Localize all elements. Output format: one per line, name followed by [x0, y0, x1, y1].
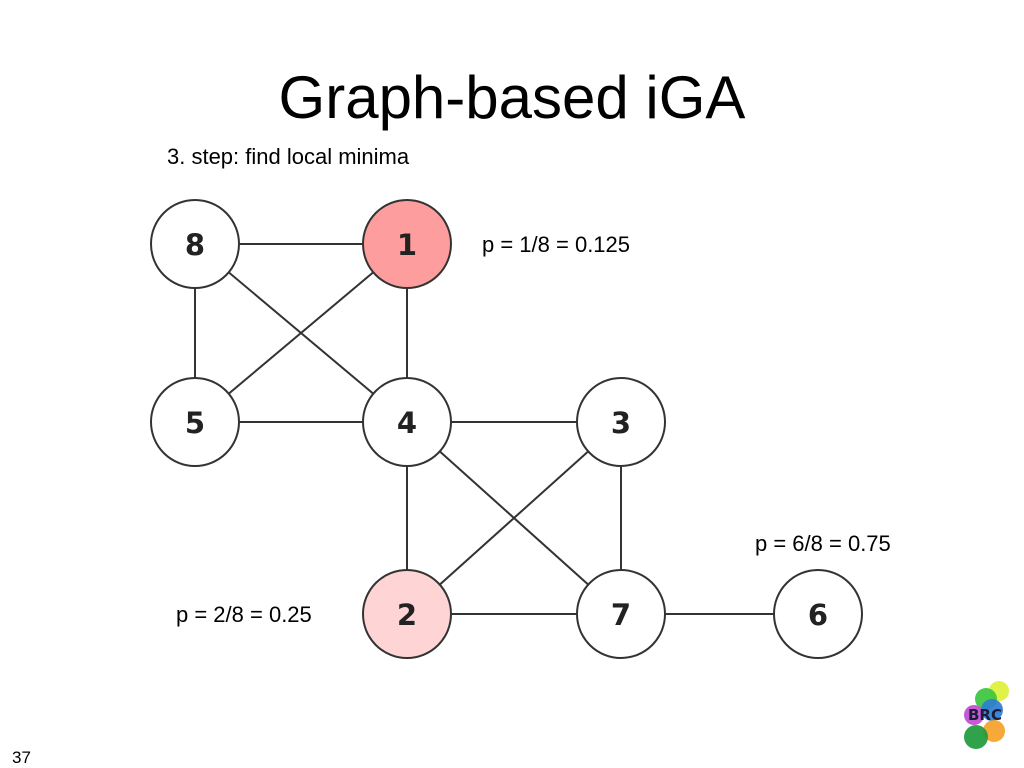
node-6: 6	[773, 569, 863, 659]
node-circle-7	[576, 569, 666, 659]
graph-nodes: 8 1 5 4 3 2 7 6	[150, 199, 863, 659]
node-circle-5	[150, 377, 240, 467]
node-1: 1	[362, 199, 452, 289]
probability-label-node-1: p = 1/8 = 0.125	[482, 232, 631, 257]
node-circle-3	[576, 377, 666, 467]
edge-3-2	[406, 421, 622, 615]
node-2: 2	[362, 569, 452, 659]
node-label-1: 1	[397, 228, 417, 262]
graph-edges	[194, 243, 818, 615]
node-label-5: 5	[185, 406, 205, 440]
node-circle-6	[773, 569, 863, 659]
logo-text: BRC	[968, 706, 1002, 724]
slide-title: Graph-based iGA	[278, 64, 746, 131]
node-label-2: 2	[397, 598, 417, 632]
probability-label-node-2: p = 2/8 = 0.25	[176, 602, 312, 627]
node-3: 3	[576, 377, 666, 467]
brc-logo: BRC	[964, 681, 1009, 749]
node-label-8: 8	[185, 228, 205, 262]
probability-label-node-6: p = 6/8 = 0.75	[755, 531, 891, 556]
page-number: 37	[12, 748, 31, 767]
node-circle-4	[362, 377, 452, 467]
step-caption: 3. step: find local minima	[167, 144, 410, 169]
node-5: 5	[150, 377, 240, 467]
node-label-7: 7	[611, 598, 631, 632]
node-7: 7	[576, 569, 666, 659]
node-label-3: 3	[611, 406, 631, 440]
edge-1-5	[194, 243, 408, 423]
node-circle-8	[150, 199, 240, 289]
node-circle-2	[362, 569, 452, 659]
node-label-6: 6	[808, 598, 828, 632]
node-8: 8	[150, 199, 240, 289]
node-circle-1	[362, 199, 452, 289]
node-4: 4	[362, 377, 452, 467]
node-label-4: 4	[397, 406, 417, 440]
